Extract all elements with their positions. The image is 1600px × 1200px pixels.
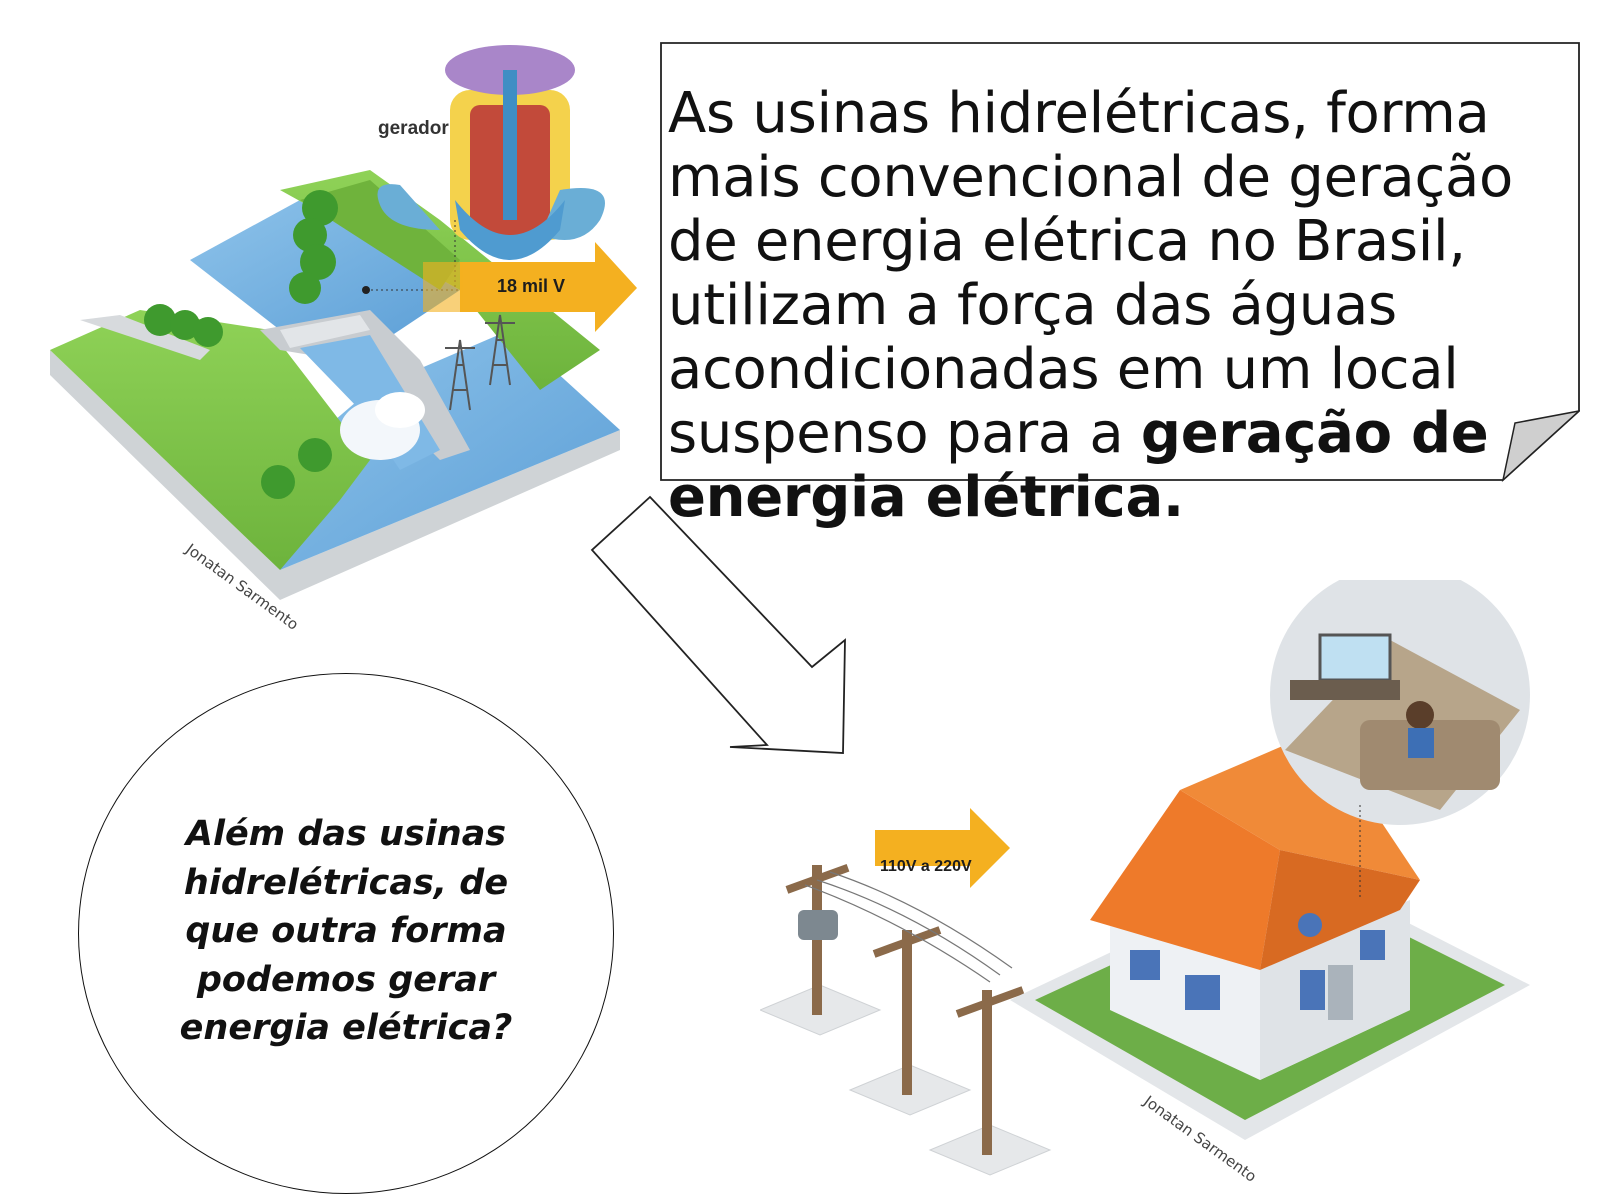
generator-label: gerador xyxy=(378,118,449,139)
flow-arrow xyxy=(590,495,846,754)
callout-text-bold: geração de energia elétrica. xyxy=(668,401,1489,530)
hydroelectric-plant-illustration xyxy=(50,45,637,600)
hydro-voltage-label: 18 mil V xyxy=(497,276,566,296)
question-text: Além das usinas hidrelétricas, de que ou… xyxy=(179,814,513,1048)
callout-text: As usinas hidrelétricas, forma mais conv… xyxy=(668,82,1573,530)
callout-text-regular: As usinas hidrelétricas, forma mais conv… xyxy=(668,81,1513,466)
house-voltage-label: 110V a 220V xyxy=(880,858,972,875)
house-power-illustration xyxy=(760,580,1530,1176)
question-circle xyxy=(78,673,614,1194)
callout-box xyxy=(660,42,1580,482)
